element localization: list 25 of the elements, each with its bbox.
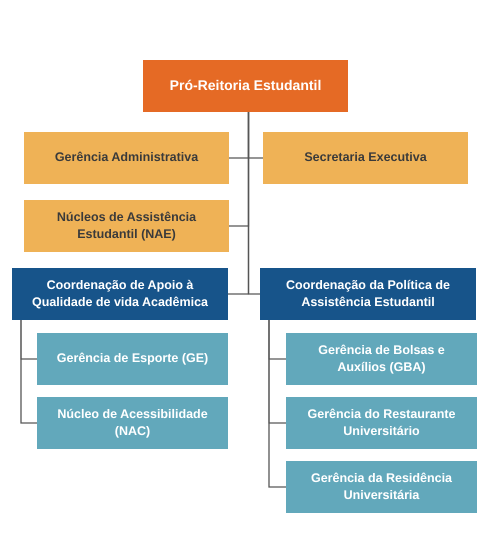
box-label: Coordenação da Política de Assistência Estudantil: [285, 276, 451, 311]
box-label: Pró-Reitoria Estudantil: [170, 76, 322, 96]
unit-box: [286, 461, 477, 513]
connector-line: [268, 320, 286, 488]
box-label: Secretaria Executiva: [304, 149, 427, 166]
connector-line: [20, 320, 37, 424]
unit-box: [286, 397, 477, 449]
box-label: Gerência de Esporte (GE): [56, 350, 208, 368]
box-label: Coordenação de Apoio à Qualidade de vida Acadêmica: [31, 276, 209, 311]
connector-line: [248, 112, 260, 295]
office-box: [263, 132, 468, 184]
box-label: Gerência do Restaurante Universitário: [306, 406, 456, 440]
box-label: Gerência de Bolsas e Auxílios (GBA): [317, 342, 446, 376]
coordination-box: [260, 268, 476, 320]
box-label: Gerência da Residência Universitária: [310, 470, 454, 504]
box-label: Núcleo de Acessibilidade (NAC): [56, 406, 209, 440]
unit-box: [286, 333, 477, 385]
department-box: [143, 60, 348, 112]
unit-box: [37, 333, 228, 385]
office-box: [24, 200, 229, 252]
box-label: Núcleos de Assistência Estudantil (NAE): [56, 208, 198, 243]
coordination-box: [12, 268, 228, 320]
unit-box: [37, 397, 228, 449]
office-box: [24, 132, 229, 184]
box-label: Gerência Administrativa: [54, 149, 198, 166]
